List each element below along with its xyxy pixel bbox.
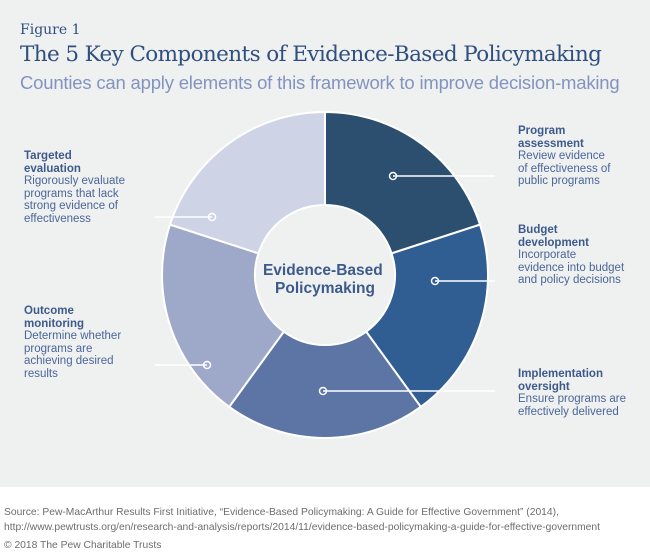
label-program-assessment: Program assessment Review evidence of ef… (518, 125, 638, 188)
copyright: © 2018 The Pew Charitable Trusts (4, 540, 162, 551)
label-outcome-monitoring: Outcome monitoring Determine whether pro… (24, 305, 149, 380)
label-budget-development: Budget development Incorporate evidence … (518, 224, 643, 287)
component-title: Implementation oversight (518, 368, 603, 393)
figure-subtitle: Counties can apply elements of this fram… (20, 72, 620, 93)
component-title: Targeted evaluation (24, 150, 81, 175)
leader-dot (388, 171, 398, 181)
segment-budget-development (364, 223, 489, 409)
leader-dot (430, 276, 440, 286)
label-targeted-evaluation: Targeted evaluation Rigorously evaluate … (24, 150, 149, 225)
segment-targeted-evaluation (168, 110, 326, 255)
leader-dot (318, 386, 328, 396)
center-label-line: Evidence-Based (263, 262, 383, 279)
source-note: Source: Pew-MacArthur Results First Init… (4, 507, 600, 533)
label-implementation-oversight: Implementation oversight Ensure programs… (518, 368, 643, 418)
component-title: Program assessment (518, 125, 584, 150)
figure-title: The 5 Key Components of Evidence-Based P… (20, 42, 602, 67)
component-description: Ensure programs are effectively delivere… (518, 393, 627, 418)
center-label-line: Policymaking (275, 280, 375, 297)
segment-program-assessment (324, 110, 482, 255)
component-description: Incorporate evidence into budget and pol… (518, 249, 625, 286)
segment-implementation-oversight (227, 330, 423, 439)
figure-label: Figure 1 (20, 22, 81, 38)
leader-dot (207, 212, 217, 222)
center-label: Evidence-Based Policymaking (263, 262, 387, 297)
leader-dot (202, 360, 212, 370)
component-description: Determine whether programs are achieving… (24, 330, 122, 380)
component-title: Outcome monitoring (24, 305, 85, 330)
component-description: Review evidence of effectiveness of publ… (518, 150, 611, 187)
component-title: Budget development (518, 224, 589, 249)
component-description: Rigorously evaluate programs that lack s… (24, 175, 126, 225)
donut-diagram: Evidence-Based Policymaking (155, 110, 495, 439)
segment-outcome-monitoring (161, 223, 286, 409)
